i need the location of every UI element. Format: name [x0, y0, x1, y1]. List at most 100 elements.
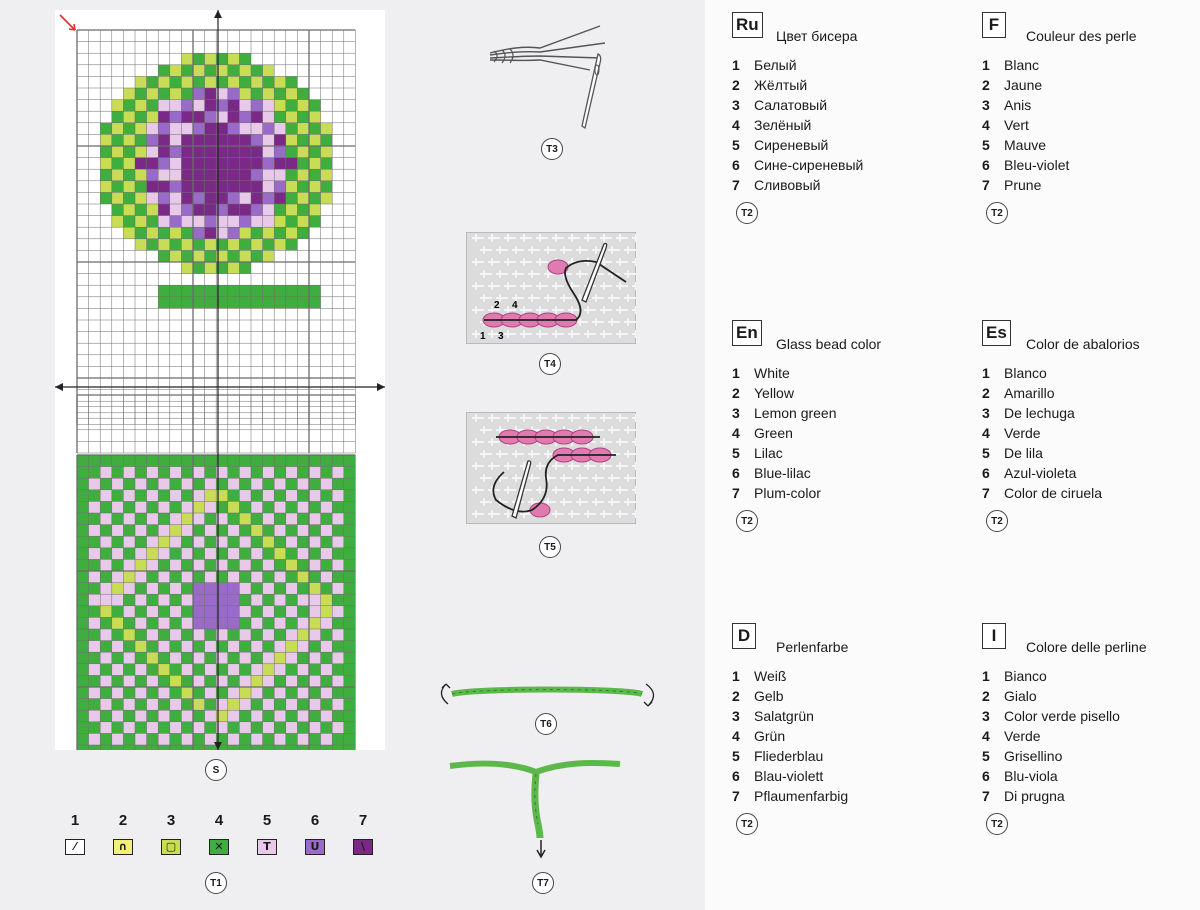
- pattern-cell: [77, 710, 89, 722]
- pattern-cell: [309, 169, 321, 181]
- pattern-cell: [204, 64, 217, 77]
- pattern-cell: [158, 489, 170, 502]
- pattern-cell: [239, 157, 251, 170]
- pattern-cell: [274, 675, 286, 687]
- pattern-cell: [343, 733, 356, 745]
- pattern-cell: [309, 122, 321, 135]
- color-name: Bleu-violet: [1004, 157, 1070, 173]
- pattern-cell: [181, 721, 193, 734]
- pattern-cell: [158, 122, 170, 135]
- pattern-cell: [216, 53, 228, 65]
- pattern-cell: [332, 489, 344, 502]
- pattern-cell: [88, 536, 101, 548]
- pattern-cell: [193, 663, 205, 676]
- pattern-cell: [332, 559, 344, 571]
- color-number: 1: [982, 365, 990, 381]
- pattern-cell: [88, 524, 101, 537]
- pattern-cell: [309, 157, 321, 170]
- color-number: 7: [732, 788, 740, 804]
- pattern-cell: [274, 169, 286, 181]
- pattern-cell: [146, 146, 159, 158]
- pattern-cell: [297, 640, 309, 653]
- pattern-cell: [181, 617, 193, 629]
- pattern-cell: [135, 99, 147, 112]
- pattern-cell: [251, 710, 263, 722]
- pattern-cell: [204, 478, 217, 490]
- pattern-cell: [297, 489, 309, 502]
- pattern-cell: [320, 547, 333, 560]
- pattern-cell: [204, 134, 217, 146]
- pattern-cell: [169, 536, 182, 548]
- pattern-cell: [274, 285, 286, 297]
- pattern-cell: [262, 571, 275, 583]
- pattern-cell: [204, 547, 217, 560]
- pattern-cell: [262, 204, 275, 216]
- color-name: Verde: [1004, 425, 1041, 441]
- pattern-cell: [111, 204, 124, 216]
- pattern-cell: [262, 547, 275, 560]
- pattern-cell: [169, 111, 182, 123]
- pattern-cell: [158, 629, 170, 641]
- pattern-cell: [123, 513, 135, 525]
- pattern-cell: [297, 698, 309, 711]
- pattern-cell: [181, 76, 193, 88]
- pattern-cell: [239, 501, 251, 513]
- pattern-cell: [158, 571, 170, 583]
- pattern-cell: [111, 745, 124, 750]
- pattern-cell: [297, 745, 309, 750]
- pattern-cell: [158, 745, 170, 750]
- pattern-cell: [181, 547, 193, 560]
- pattern-cell: [274, 513, 286, 525]
- color-name: Зелёный: [754, 117, 812, 133]
- pattern-cell: [135, 122, 147, 135]
- pattern-cell: [193, 285, 205, 297]
- pattern-cell: [285, 146, 298, 158]
- pattern-cell: [123, 640, 135, 653]
- pattern-cell: [262, 134, 275, 146]
- pattern-cell: [181, 99, 193, 112]
- pattern-cell: [169, 192, 182, 204]
- pattern-cell: [343, 466, 356, 479]
- start-arrow: [59, 14, 76, 31]
- pattern-cell: [251, 605, 263, 618]
- pattern-cell: [320, 455, 333, 467]
- pattern-cell: [204, 466, 217, 479]
- pattern-cell: [169, 524, 182, 537]
- pattern-cell: [239, 99, 251, 112]
- pattern-cell: [320, 536, 333, 548]
- pattern-cell: [309, 478, 321, 490]
- language-heading: Цвет бисера: [776, 28, 858, 44]
- pattern-cell: [204, 455, 217, 467]
- pattern-cell: [88, 513, 101, 525]
- pattern-cell: [135, 88, 147, 100]
- pattern-cell: [204, 250, 217, 262]
- pattern-cell: [169, 501, 182, 513]
- color-number: 6: [732, 157, 740, 173]
- language-code: En: [732, 320, 762, 346]
- pattern-cell: [285, 285, 298, 297]
- pattern-cell: [332, 710, 344, 722]
- pattern-cell: [216, 501, 228, 513]
- pattern-cell: [343, 617, 356, 629]
- color-name: Белый: [754, 57, 797, 73]
- pattern-cell: [193, 605, 205, 618]
- color-name: Salatgrün: [754, 708, 814, 724]
- pattern-cell: [193, 88, 205, 100]
- diagram-number: 3: [498, 331, 504, 342]
- pattern-cell: [262, 64, 275, 77]
- color-number: 7: [732, 485, 740, 501]
- pattern-cell: [262, 594, 275, 606]
- pattern-cell: [158, 192, 170, 204]
- pattern-cell: [274, 180, 286, 193]
- pattern-cell: [274, 710, 286, 722]
- pattern-cell: [111, 687, 124, 699]
- pattern-cell: [285, 524, 298, 537]
- pattern-cell: [343, 710, 356, 722]
- pattern-cell: [169, 513, 182, 525]
- pattern-cell: [193, 157, 205, 170]
- pattern-cell: [320, 663, 333, 676]
